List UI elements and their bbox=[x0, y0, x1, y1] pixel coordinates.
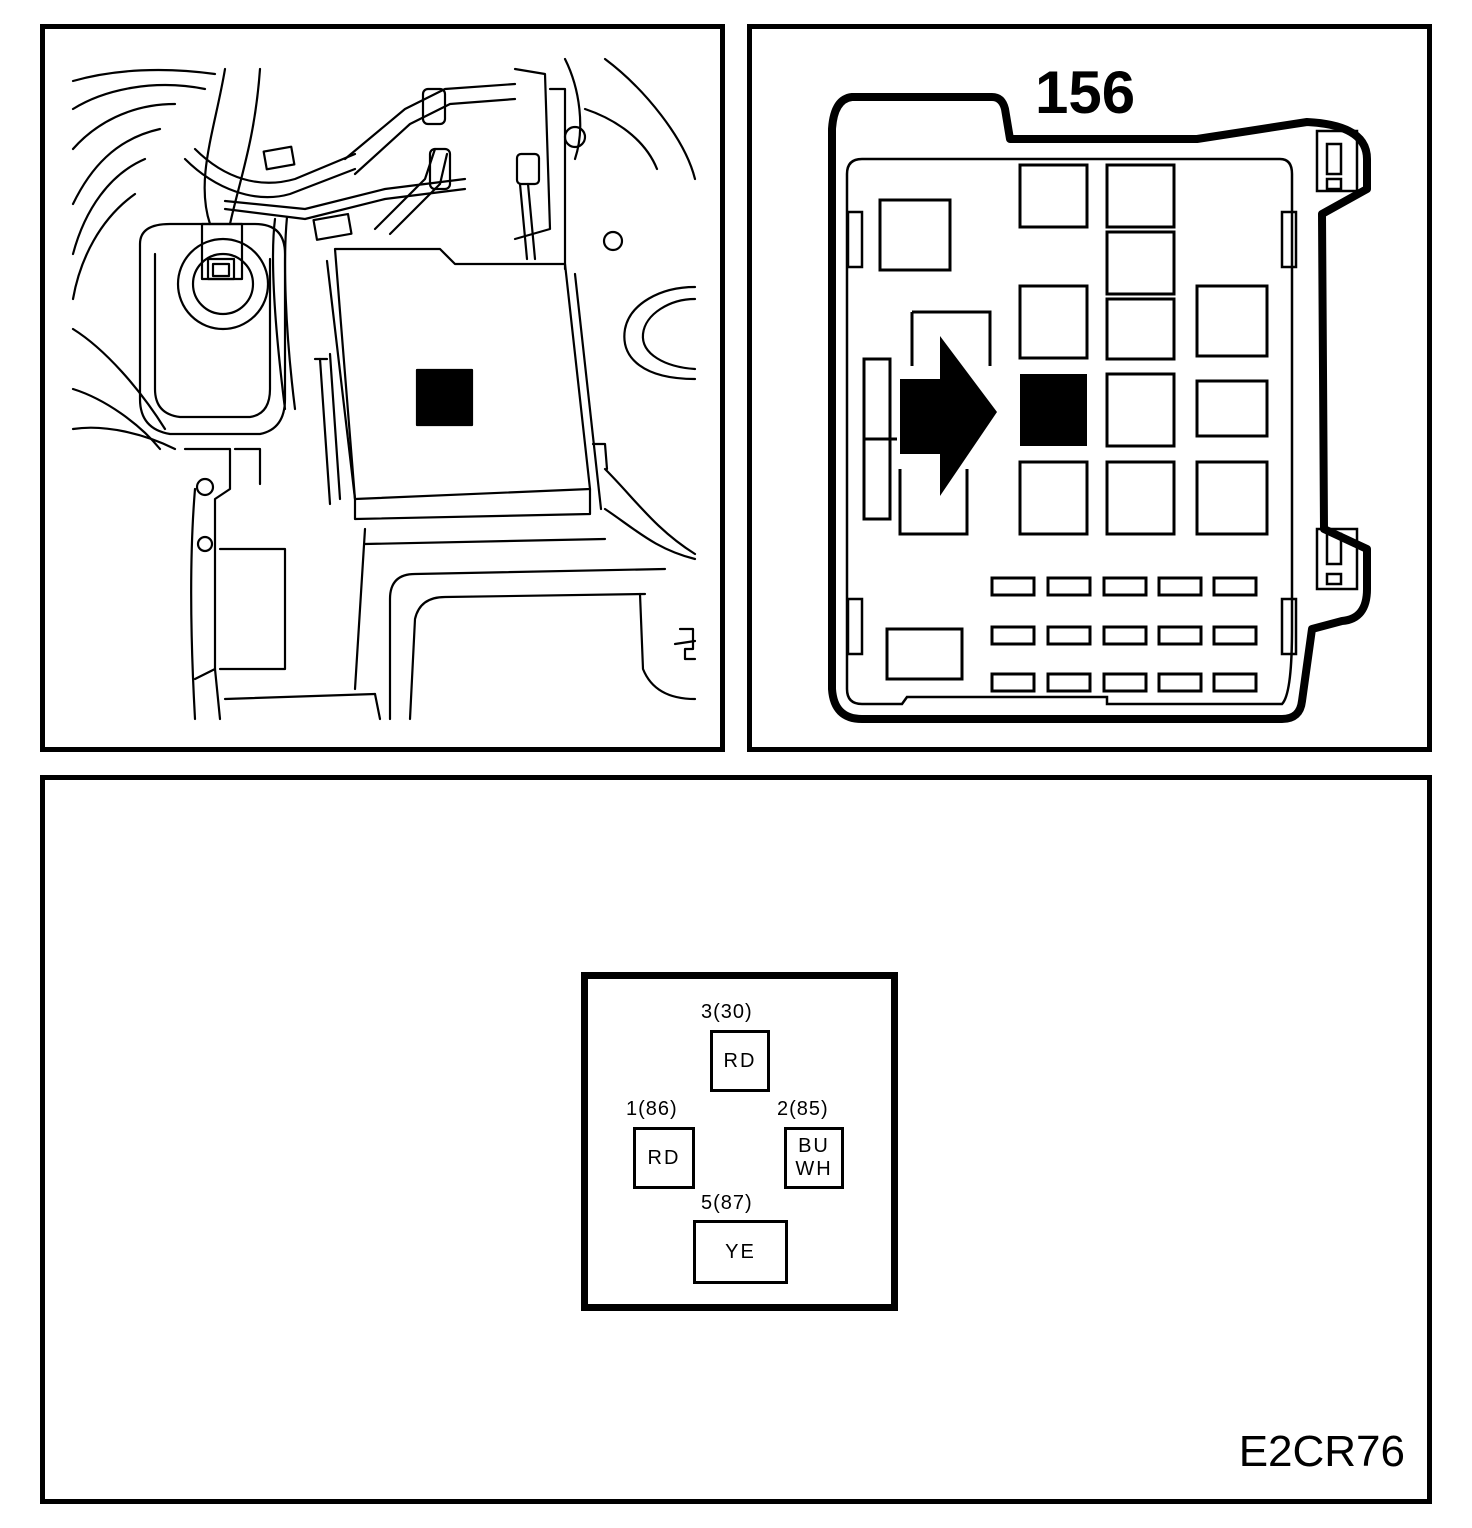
pin-2-label: 2(85) bbox=[777, 1098, 829, 1120]
pin-3-box: RD bbox=[710, 1030, 770, 1092]
pin-5-box: YE bbox=[693, 1220, 788, 1284]
pin-2-box: BU WH bbox=[784, 1127, 844, 1189]
connector-face: 3(30) RD 1(86) RD 2(85) BU WH 5(87) YE bbox=[581, 972, 898, 1311]
location-illustration-panel bbox=[40, 24, 725, 752]
relay-box-drawing bbox=[828, 93, 1371, 723]
engine-bay-line-drawing bbox=[71, 57, 697, 721]
relay-box-number: 156 bbox=[1035, 59, 1136, 126]
pin-3-label: 3(30) bbox=[701, 1001, 753, 1023]
location-arrow bbox=[900, 336, 997, 496]
pin-5-label: 5(87) bbox=[701, 1192, 753, 1214]
pin-5-wire-color: YE bbox=[725, 1240, 756, 1263]
pin-1-box: RD bbox=[633, 1127, 695, 1189]
relay-box-panel: 156 bbox=[747, 24, 1432, 752]
side-connector-clips bbox=[846, 129, 1359, 656]
fuse-slots bbox=[990, 576, 1258, 693]
relay-slots bbox=[862, 163, 1269, 681]
connector-pinout-panel: 3(30) RD 1(86) RD 2(85) BU WH 5(87) YE E… bbox=[40, 775, 1432, 1504]
pin-2-wire-color-2: WH bbox=[795, 1158, 833, 1180]
pin-2-wire-color-1: BU bbox=[798, 1135, 830, 1157]
pin-1-wire-color: RD bbox=[647, 1146, 681, 1169]
pin-3-wire-color: RD bbox=[723, 1049, 757, 1072]
pin-1-label: 1(86) bbox=[626, 1098, 678, 1120]
figure-id: E2CR76 bbox=[1238, 1427, 1405, 1476]
highlighted-relay-slot bbox=[1020, 374, 1087, 446]
